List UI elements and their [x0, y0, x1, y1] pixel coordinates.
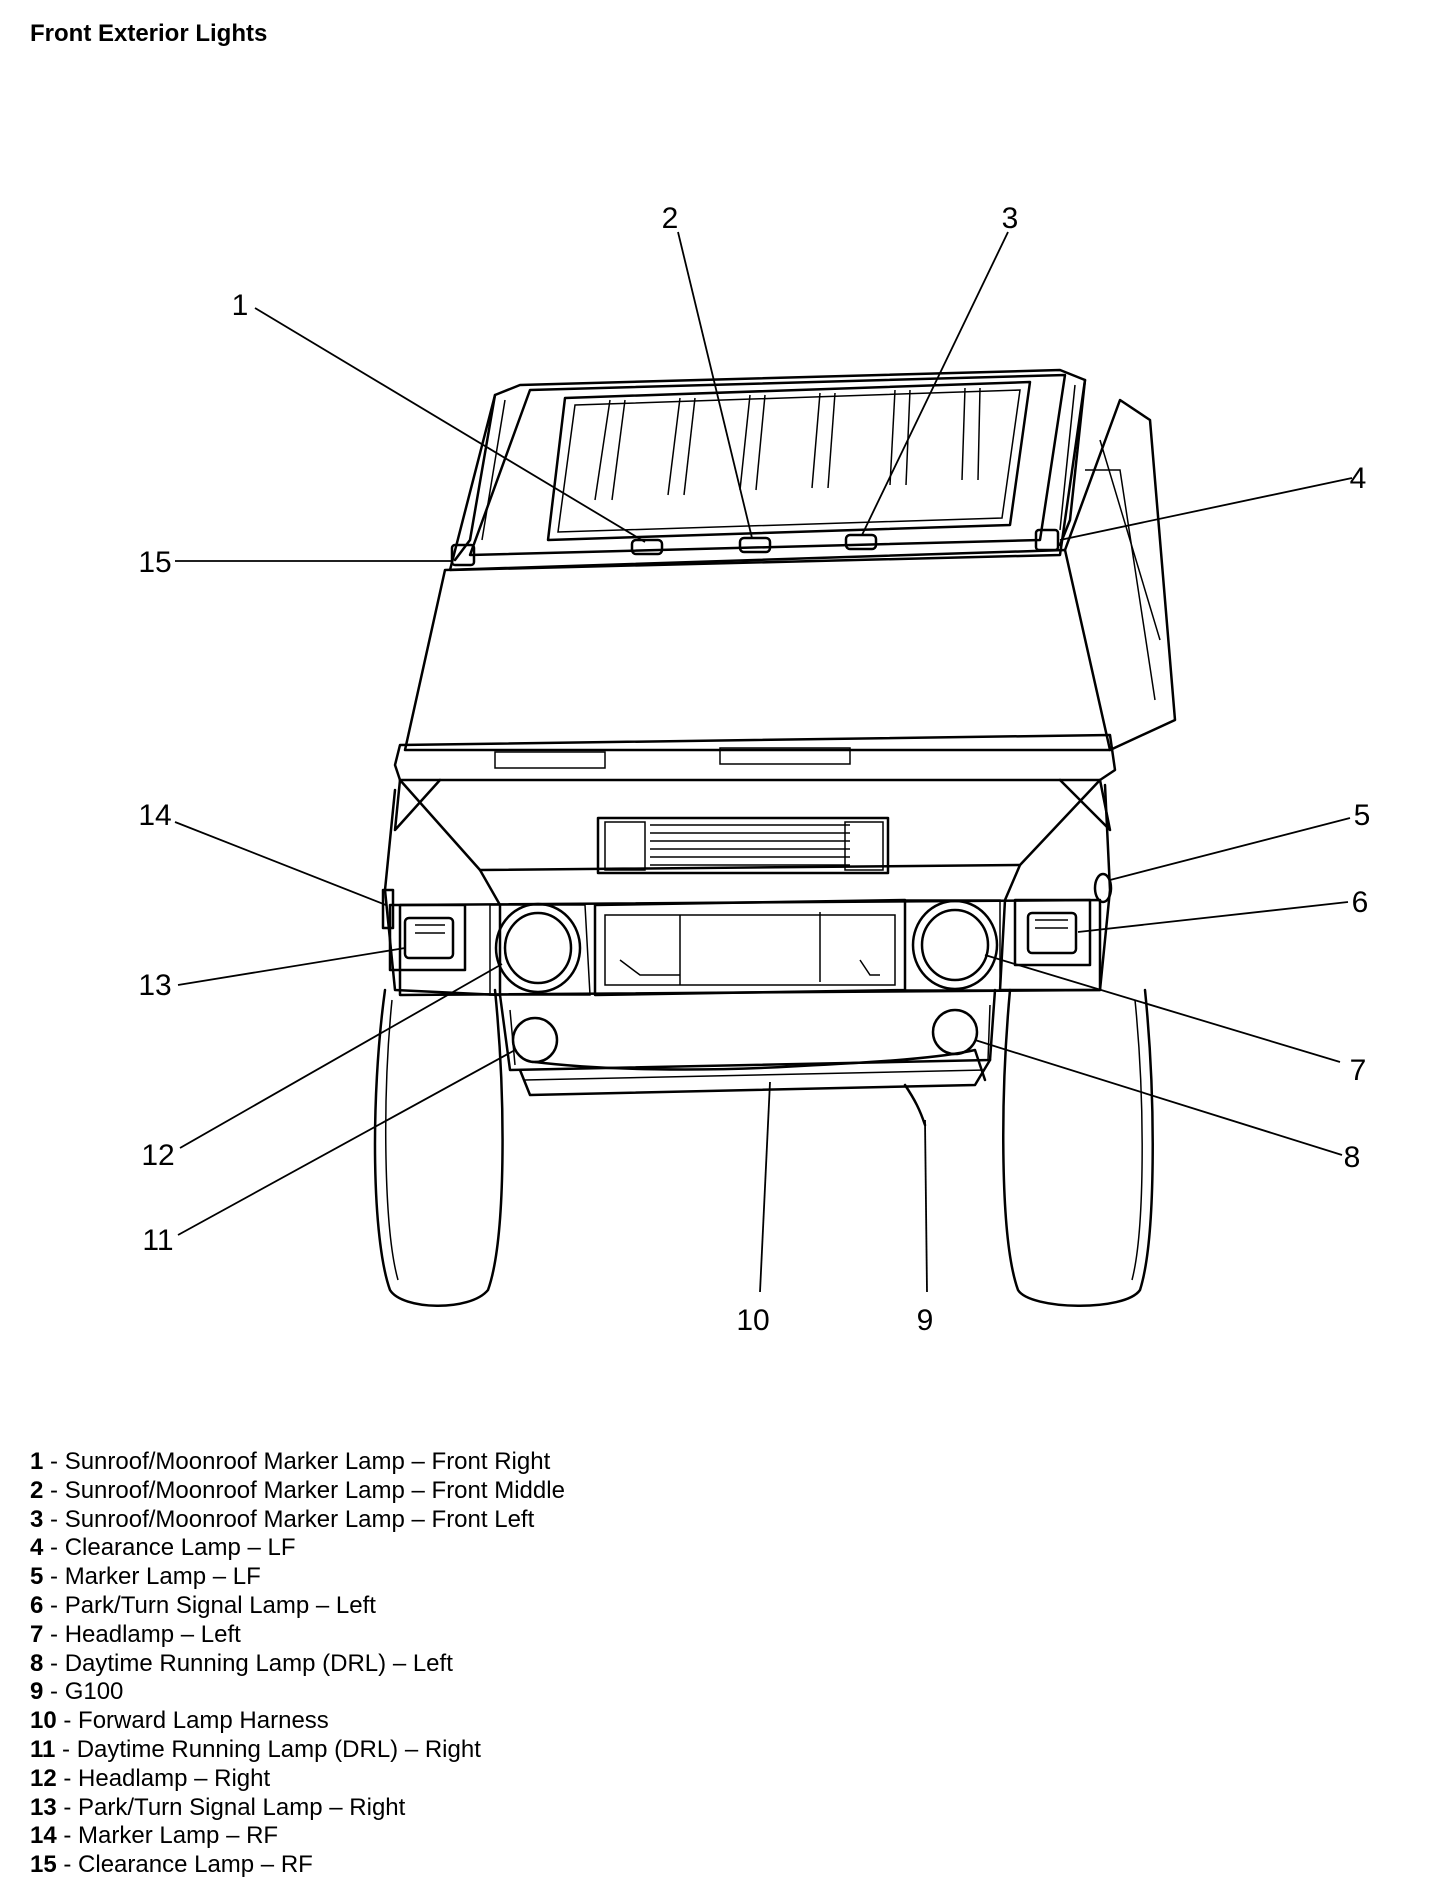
legend-text: Park/Turn Signal Lamp – Left [64, 1591, 376, 1619]
legend-item: 11 - Daytime Running Lamp (DRL) – Right [30, 1735, 481, 1763]
right-park-turn-lamp [388, 903, 467, 972]
hood [393, 733, 1117, 875]
legend-item: 7 - Headlamp – Left [30, 1620, 241, 1648]
roof-marker-lamps [450, 528, 1060, 567]
callout-10: 10 [736, 1304, 769, 1337]
callout-6: 6 [1352, 886, 1369, 919]
right-tire [373, 988, 504, 1307]
legend-number: 9 [30, 1678, 44, 1706]
g100-ground-wire [903, 1083, 927, 1127]
legend-item: 10 - Forward Lamp Harness [30, 1707, 329, 1735]
legend-text: Sunroof/Moonroof Marker Lamp – Front Lef… [64, 1505, 535, 1533]
legend-number: 14 [30, 1822, 57, 1850]
callout-11: 11 [142, 1224, 173, 1257]
legend-text: Forward Lamp Harness [78, 1707, 329, 1735]
legend-text: G100 [64, 1678, 124, 1706]
callout-1: 1 [232, 289, 249, 322]
callout-3: 3 [1002, 202, 1019, 235]
legend-item: 2 - Sunroof/Moonroof Marker Lamp – Front… [30, 1476, 565, 1504]
leader-lines [174, 231, 1353, 1293]
legend-number: 8 [30, 1649, 44, 1677]
page-title: Front Exterior Lights [30, 20, 268, 47]
legend-text: Headlamp – Left [64, 1620, 241, 1648]
legend-text: Marker Lamp – LF [64, 1563, 261, 1591]
right-marker-lamp [381, 888, 395, 930]
legend-number: 11 [30, 1735, 56, 1763]
legend-text: Sunroof/Moonroof Marker Lamp – Front Rig… [64, 1448, 551, 1475]
left-headlamp [904, 899, 1001, 991]
legend-text: Marker Lamp – RF [78, 1822, 279, 1850]
legend-number: 15 [30, 1851, 57, 1879]
roof [448, 368, 1087, 572]
fenders [383, 783, 1112, 997]
callout-12: 12 [141, 1139, 174, 1172]
legend-item: 5 - Marker Lamp – LF [30, 1563, 261, 1591]
callout-14: 14 [138, 799, 171, 832]
legend-text: Daytime Running Lamp (DRL) – Left [64, 1649, 453, 1677]
left-park-turn-lamp [1013, 898, 1092, 967]
right-headlamp [489, 902, 591, 996]
legend-item: 8 - Daytime Running Lamp (DRL) – Left [30, 1649, 453, 1677]
forward-lamp-harness [533, 1048, 987, 1082]
front-bumper [498, 988, 997, 1097]
right-drl [511, 1016, 559, 1064]
legend-number: 12 [30, 1764, 57, 1792]
legend-item: 3 - Sunroof/Moonroof Marker Lamp – Front… [30, 1505, 535, 1533]
legend-text: Park/Turn Signal Lamp – Right [78, 1793, 406, 1821]
callout-numbers: 1 2 3 4 5 6 7 8 9 10 11 12 13 14 15 [138, 202, 1370, 1337]
legend-text: Clearance Lamp – RF [78, 1851, 313, 1879]
callout-8: 8 [1344, 1141, 1361, 1174]
callout-9: 9 [917, 1304, 934, 1337]
left-marker-lamp [1093, 872, 1113, 904]
legend-text: Clearance Lamp – LF [64, 1534, 296, 1562]
legend-number: 5 [30, 1563, 44, 1591]
callout-5: 5 [1354, 799, 1371, 832]
left-drl [931, 1008, 979, 1056]
legend-number: 10 [30, 1707, 57, 1735]
legend-number: 1 [30, 1448, 44, 1475]
callout-13: 13 [138, 969, 171, 1002]
legend-number: 6 [30, 1591, 44, 1619]
callout-15: 15 [138, 546, 171, 579]
legend-item: 4 - Clearance Lamp – LF [30, 1534, 296, 1562]
legend-item: 9 - G100 [30, 1678, 124, 1706]
legend-item: 15 - Clearance Lamp – RF [30, 1851, 313, 1879]
legend-number: 2 [30, 1476, 44, 1504]
legend-text: Daytime Running Lamp (DRL) – Right [76, 1735, 481, 1763]
legend-number: 4 [30, 1534, 44, 1562]
vehicle-front-diagram: 1 2 3 4 5 6 7 8 9 10 11 12 13 14 15 [138, 202, 1370, 1337]
legend-item: 13 - Park/Turn Signal Lamp – Right [30, 1793, 406, 1821]
legend-item: 12 - Headlamp – Right [30, 1764, 271, 1792]
callout-4: 4 [1350, 462, 1367, 495]
callout-2: 2 [662, 202, 679, 235]
legend-text: Sunroof/Moonroof Marker Lamp – Front Mid… [64, 1476, 565, 1504]
callout-7: 7 [1350, 1054, 1367, 1087]
windshield [403, 398, 1177, 752]
legend-item: 14 - Marker Lamp – RF [30, 1822, 279, 1850]
left-tire [1002, 988, 1154, 1307]
legend-number: 7 [30, 1620, 44, 1648]
legend-text: Headlamp – Right [78, 1764, 271, 1792]
legend-item: 1 - Sunroof/Moonroof Marker Lamp – Front… [30, 1448, 551, 1475]
legend-number: 13 [30, 1793, 57, 1821]
legend-item: 6 - Park/Turn Signal Lamp – Left [30, 1591, 376, 1619]
legend-number: 3 [30, 1505, 44, 1533]
legend: 1 - Sunroof/Moonroof Marker Lamp – Front… [30, 1448, 830, 1880]
